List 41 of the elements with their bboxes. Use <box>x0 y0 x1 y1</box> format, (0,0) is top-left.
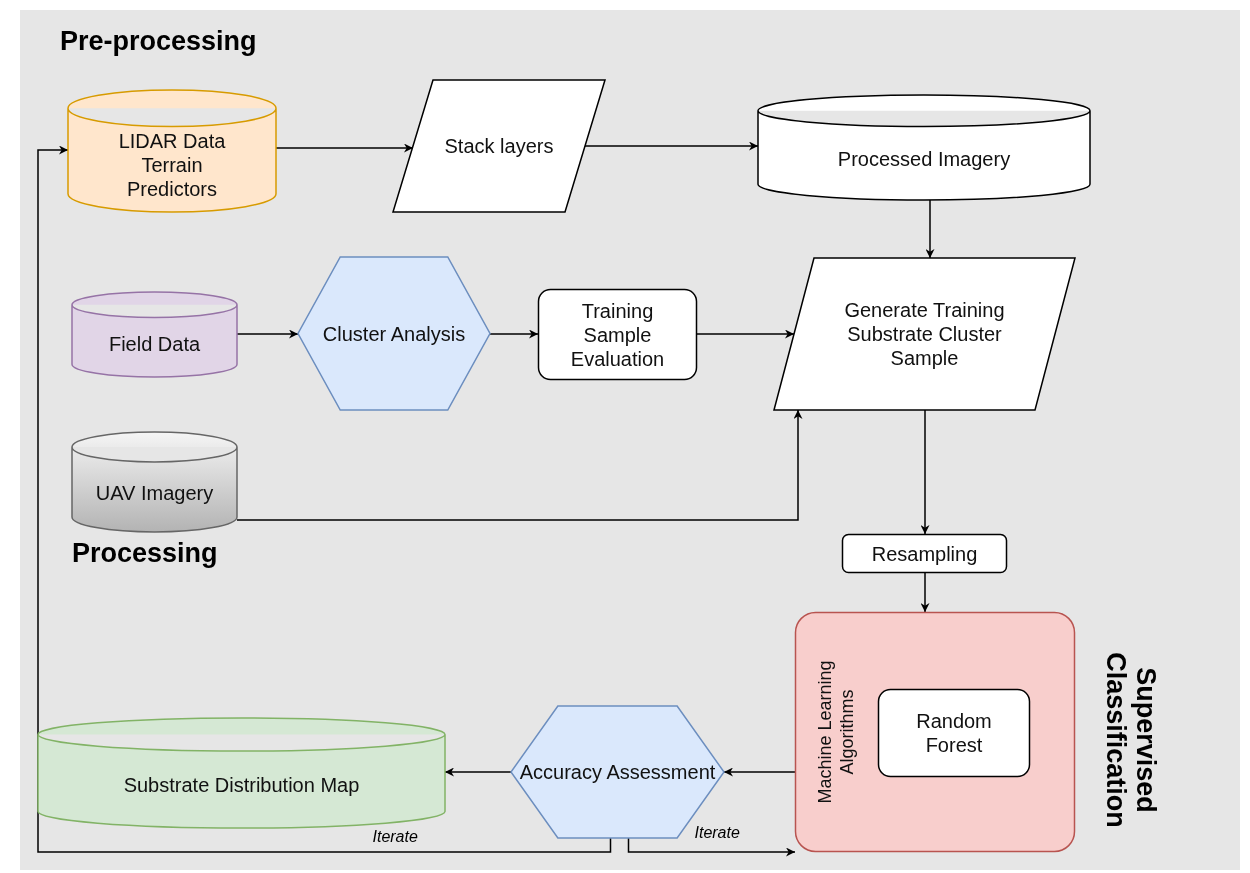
section-heading: Supervised Classification <box>1100 651 1160 830</box>
arrow <box>444 767 512 777</box>
arrow <box>236 409 803 521</box>
arrow <box>696 329 795 339</box>
data-parallelogram <box>774 258 1075 410</box>
node-label: UAV Imagery <box>95 481 214 506</box>
database-cylinder <box>758 95 1090 200</box>
node-label: Resampling <box>871 541 978 566</box>
arrow <box>723 767 796 777</box>
section-heading: Processing <box>72 538 218 569</box>
node-label: Training Sample Evaluation <box>569 298 666 371</box>
node-label: Field Data <box>108 332 201 357</box>
node-label: LIDAR Data Terrain Predictors <box>117 128 227 201</box>
node-label: Accuracy Assessment <box>519 760 716 784</box>
container-title: Machine Learning Algorithms <box>815 659 858 806</box>
process-box <box>878 689 1030 777</box>
process-box <box>538 289 697 380</box>
process-box <box>842 534 1007 573</box>
node-label: Processed Imagery <box>837 147 1011 172</box>
process-hexagon <box>298 257 490 410</box>
arrow <box>584 141 759 151</box>
arrow <box>920 572 930 613</box>
data-parallelogram <box>393 80 605 212</box>
arrow <box>489 329 539 339</box>
database-cylinder <box>68 90 276 212</box>
node-label: Generate Training Substrate Cluster Sample <box>843 298 1006 370</box>
database-cylinder <box>72 292 237 377</box>
section-heading: Pre-processing <box>60 26 257 57</box>
node-label: Substrate Distribution Map <box>123 773 360 798</box>
arrow <box>627 837 796 857</box>
arrow <box>920 409 930 535</box>
arrow <box>236 329 299 339</box>
node-label: Stack layers <box>444 134 554 158</box>
arrow <box>925 199 935 259</box>
arrow <box>275 143 414 153</box>
group-container <box>795 612 1075 852</box>
node-label: Cluster Analysis <box>322 321 466 346</box>
arrow <box>37 145 612 853</box>
database-cylinder <box>72 432 237 532</box>
database-cylinder <box>38 718 445 828</box>
node-label: Random Forest <box>915 709 993 757</box>
